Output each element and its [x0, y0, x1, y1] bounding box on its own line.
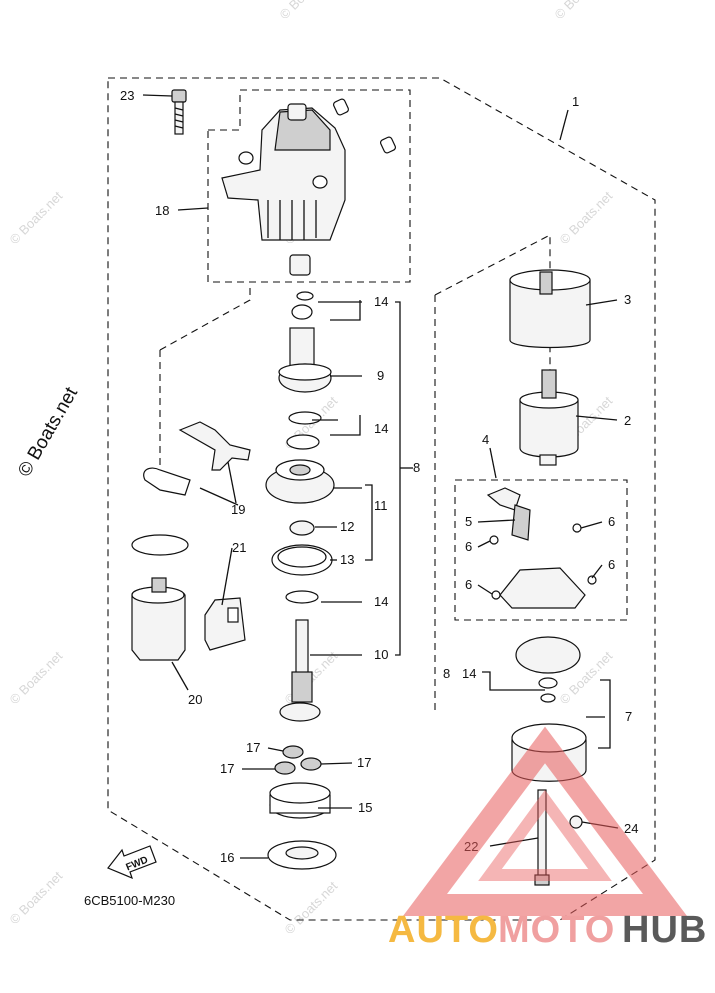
- label-17: 17: [246, 740, 260, 755]
- assembly-outline: [107, 77, 656, 921]
- logo-part-auto: AUTO: [388, 909, 499, 951]
- label-19: 19: [231, 502, 245, 517]
- part-18-front-housing: [221, 98, 397, 276]
- label-4: 4: [482, 432, 489, 447]
- watermark: © Boats.net: [282, 878, 341, 937]
- diagram-code: 6CB5100-M230: [84, 893, 175, 908]
- logo-part-moto: MOTO: [498, 909, 615, 951]
- label-6: 6: [465, 539, 472, 554]
- label-2: 2: [624, 413, 631, 428]
- label-6: 6: [608, 514, 615, 529]
- label-14: 14: [374, 594, 388, 609]
- label-18: 18: [155, 203, 169, 218]
- fwd-arrow: FWD: [107, 845, 157, 880]
- watermark: © Boats.net: [277, 0, 336, 22]
- label-16: 16: [220, 850, 234, 865]
- label-10: 10: [374, 647, 388, 662]
- label-9: 9: [377, 368, 384, 383]
- label-17: 17: [357, 755, 371, 770]
- label-13: 13: [340, 552, 354, 567]
- label-7: 7: [625, 709, 632, 724]
- leader-lines: [142, 94, 619, 859]
- label-12: 12: [340, 519, 354, 534]
- watermark: © Boats.net: [7, 868, 66, 927]
- label-3: 3: [624, 292, 631, 307]
- label-14: 14: [462, 666, 476, 681]
- label-8: 8: [413, 460, 420, 475]
- label-17: 17: [220, 761, 234, 776]
- label-6: 6: [465, 577, 472, 592]
- label-23: 23: [120, 88, 134, 103]
- label-6: 6: [608, 557, 615, 572]
- label-14: 14: [374, 421, 388, 436]
- watermark: © Boats.net: [7, 648, 66, 707]
- part-23-bolt: [171, 89, 187, 135]
- automotohub-logo: AUTO MOTO HUB: [388, 726, 707, 951]
- label-1: 1: [572, 94, 579, 109]
- watermark: © Boats.net: [552, 0, 611, 22]
- watermark-main: © Boats.net: [14, 383, 82, 480]
- label-20: 20: [188, 692, 202, 707]
- label-21: 21: [232, 540, 246, 555]
- label-15: 15: [358, 800, 372, 815]
- label-8: 8: [443, 666, 450, 681]
- label-24: 24: [624, 821, 638, 836]
- watermark: © Boats.net: [7, 188, 66, 247]
- left-parts: [131, 421, 251, 661]
- logo-part-hub: HUB: [622, 909, 707, 951]
- label-11: 11: [374, 498, 388, 513]
- label-5: 5: [465, 514, 472, 529]
- callout-labels: 23 18 1 3 2 4 5 6 6 6 6 8 14 7 14 9 14 8…: [120, 88, 638, 865]
- label-14: 14: [374, 294, 388, 309]
- watermark: © Boats.net: [557, 188, 616, 247]
- center-stack: [265, 291, 337, 870]
